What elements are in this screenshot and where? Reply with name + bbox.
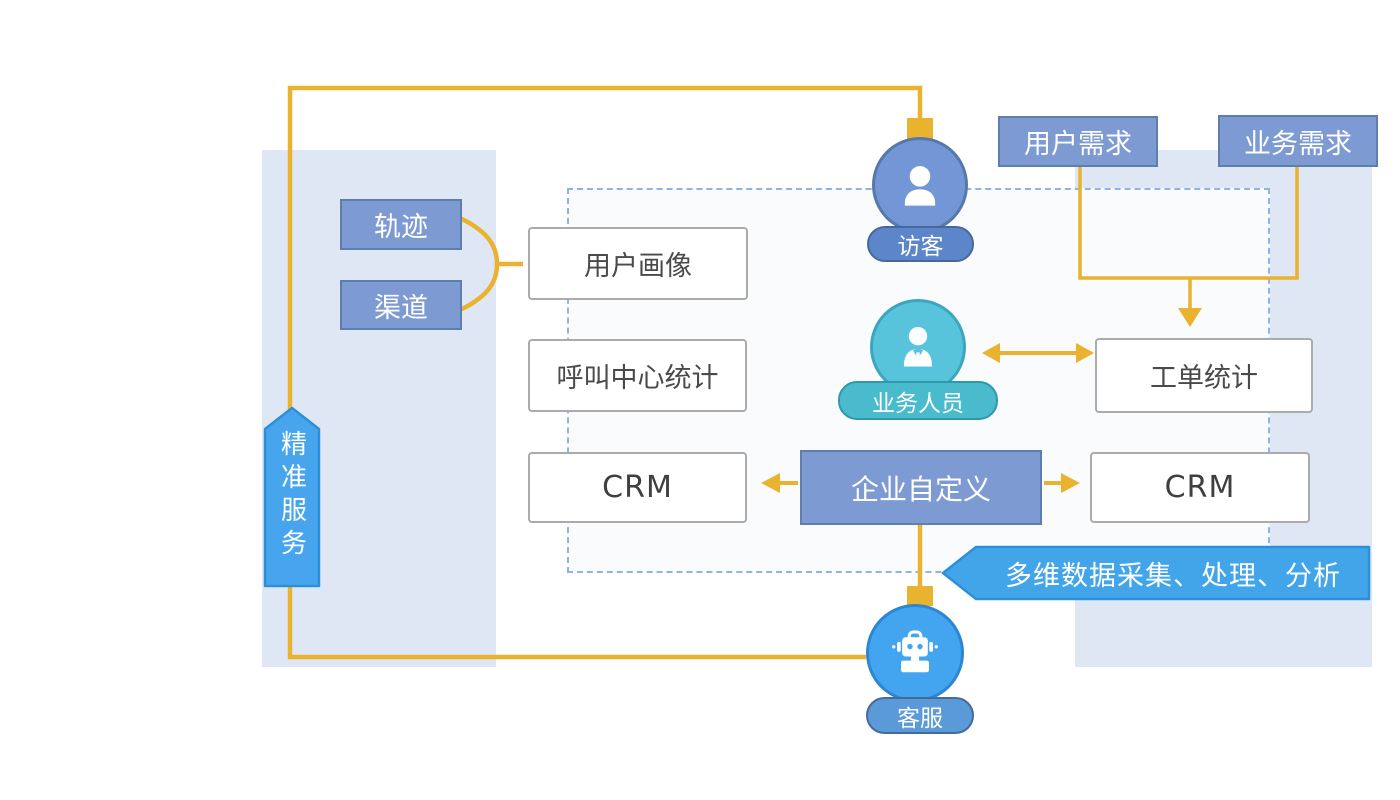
node-track: 轨迹 bbox=[340, 199, 462, 250]
node-track-label: 轨迹 bbox=[374, 212, 428, 243]
main-loop-line bbox=[287, 85, 923, 660]
staff-ticket-arrowhead-left bbox=[982, 343, 1000, 363]
node-user-profile: 用户画像 bbox=[528, 227, 748, 300]
visitor-label: 访客 bbox=[897, 234, 944, 260]
crmleft-arrowhead bbox=[761, 473, 780, 493]
data-processing-banner-shape bbox=[941, 545, 1371, 601]
node-call-center-stats: 呼叫中心统计 bbox=[528, 339, 747, 412]
node-business-demand: 业务需求 bbox=[1218, 115, 1378, 167]
crmright-arrowhead bbox=[1061, 473, 1080, 493]
visitor-label-pill: 访客 bbox=[867, 226, 974, 262]
node-enterprise-custom: 企业自定义 bbox=[800, 450, 1042, 525]
visitor-person-icon bbox=[904, 166, 936, 206]
node-enterprise-custom-label: 企业自定义 bbox=[850, 472, 991, 506]
visitor-avatar bbox=[872, 137, 968, 233]
staff-ticket-arrowhead-right bbox=[1076, 343, 1094, 363]
node-crm-left: CRM bbox=[528, 452, 747, 523]
node-ticket-stats-label: 工单统计 bbox=[1150, 363, 1258, 394]
business-staff-label-pill: 业务人员 bbox=[838, 381, 998, 420]
data-processing-banner: 多维数据采集、处理、分析 bbox=[940, 544, 1372, 602]
node-crm-left-label: CRM bbox=[602, 470, 673, 505]
precise-service-banner-label: 精准服务 bbox=[276, 430, 307, 562]
data-processing-banner-label: 多维数据采集、处理、分析 bbox=[1005, 560, 1341, 592]
node-call-center-stats-label: 呼叫中心统计 bbox=[556, 363, 719, 394]
node-user-demand: 用户需求 bbox=[998, 116, 1158, 167]
node-user-profile-label: 用户画像 bbox=[584, 251, 692, 282]
business-staff-avatar bbox=[870, 299, 966, 395]
source-brace bbox=[459, 216, 500, 312]
customer-service-label: 客服 bbox=[897, 705, 943, 732]
node-channel-label: 渠道 bbox=[374, 292, 428, 324]
business-staff-person-icon bbox=[903, 326, 933, 367]
customer-service-avatar bbox=[866, 604, 964, 702]
node-ticket-stats: 工单统计 bbox=[1095, 338, 1313, 413]
node-channel: 渠道 bbox=[340, 280, 462, 330]
demand-arrowhead bbox=[1178, 308, 1202, 327]
robot-connector-square bbox=[907, 586, 933, 606]
customer-service-label-pill: 客服 bbox=[866, 697, 974, 734]
business-staff-label: 业务人员 bbox=[872, 390, 964, 417]
demand-join-line bbox=[1078, 167, 1299, 280]
node-crm-right-label: CRM bbox=[1164, 470, 1236, 505]
precise-service-banner-shape bbox=[263, 406, 321, 588]
node-business-demand-label: 业务需求 bbox=[1244, 128, 1352, 160]
robot-icon bbox=[892, 630, 938, 673]
node-user-demand-label: 用户需求 bbox=[1024, 129, 1132, 160]
precise-service-banner: 精准服务 bbox=[263, 406, 321, 588]
node-crm-right: CRM bbox=[1090, 452, 1310, 523]
